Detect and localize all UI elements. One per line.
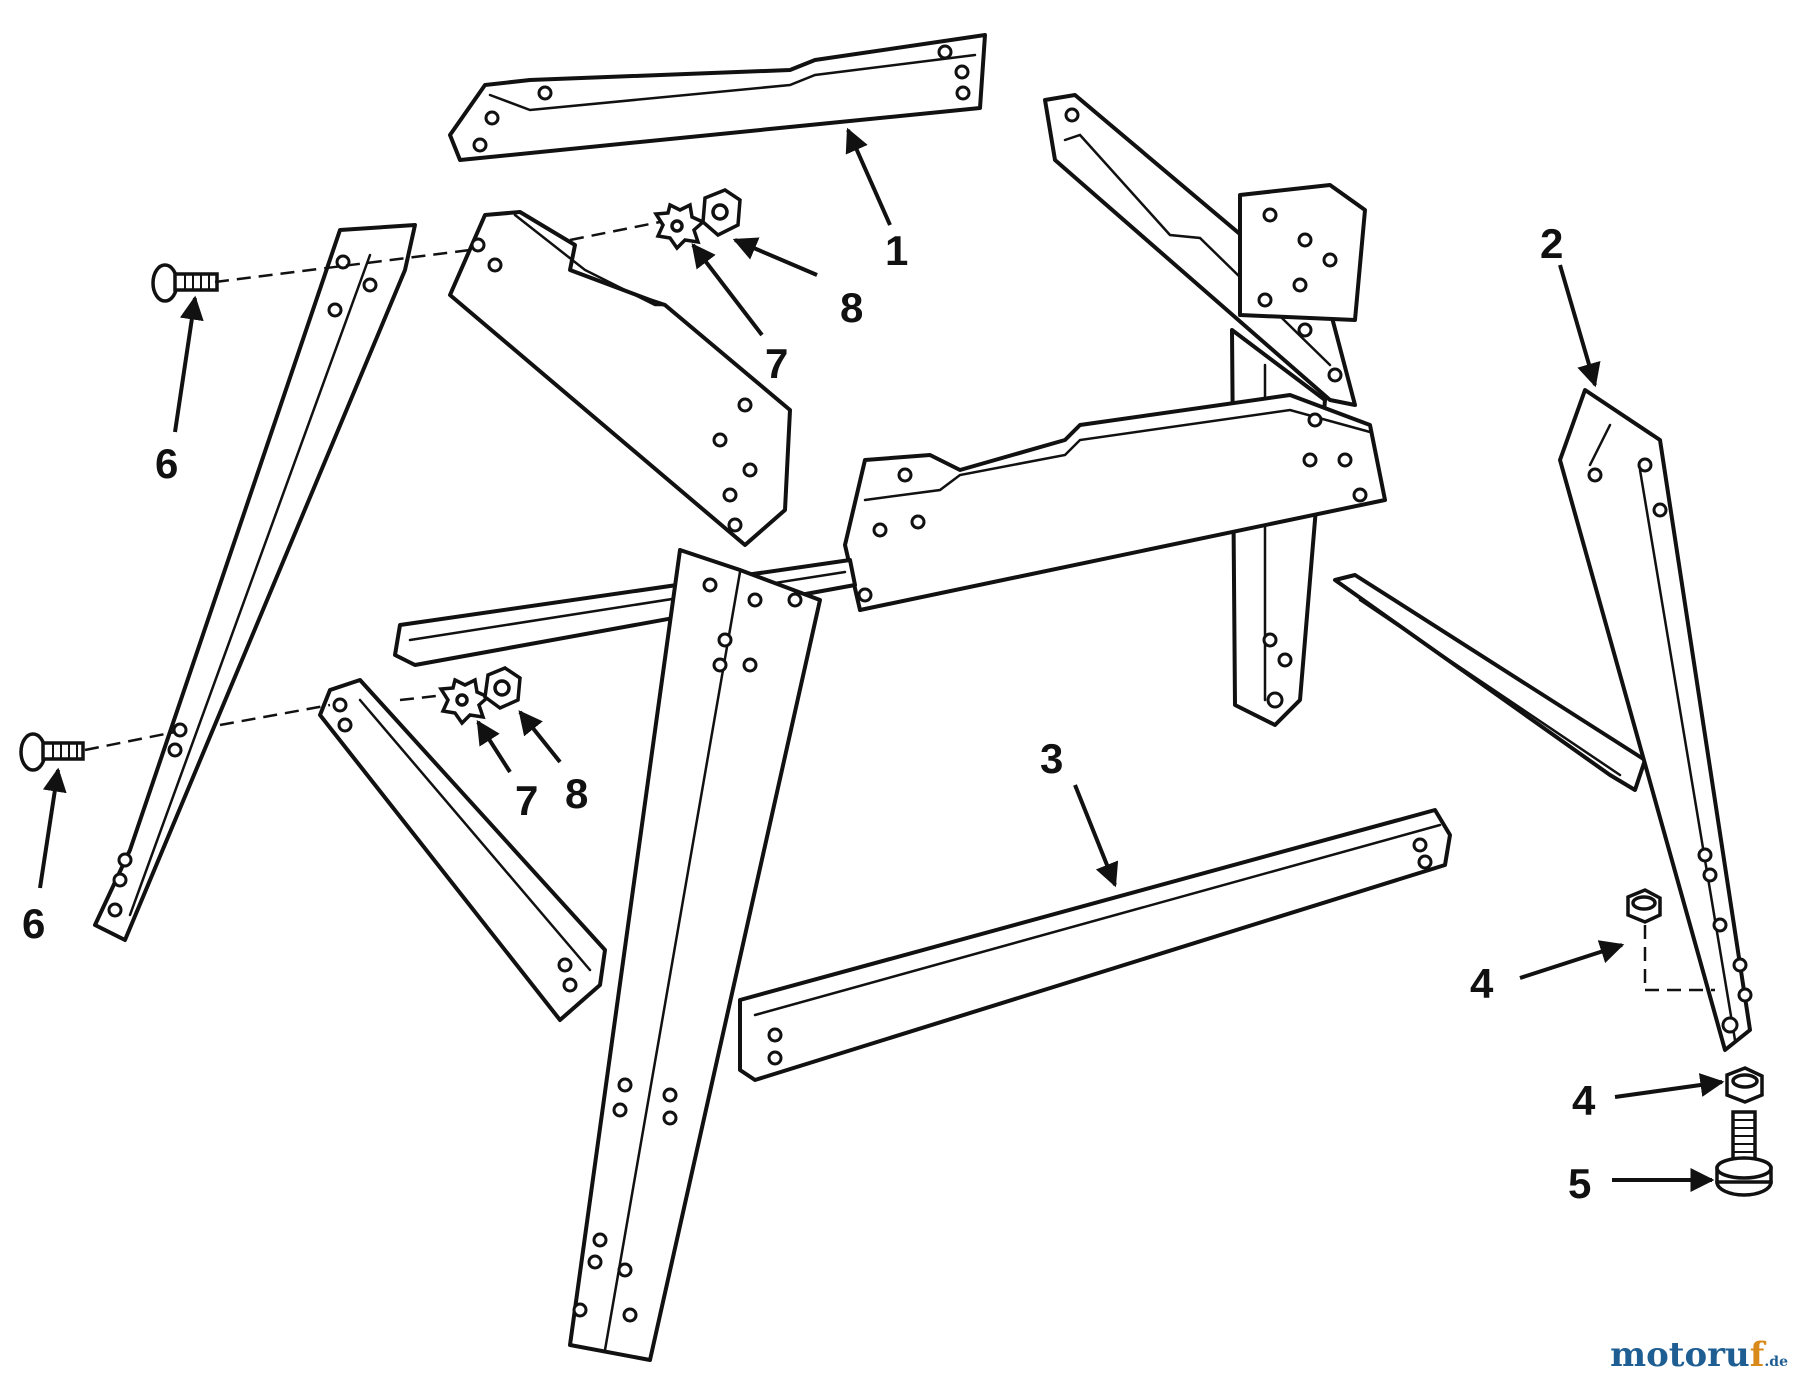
callout-6-lower: 6	[22, 900, 45, 947]
callout-8-upper: 8	[840, 284, 863, 331]
carriage-bolt-upper	[151, 263, 219, 303]
top-rail-front	[843, 393, 1387, 612]
lower-rail-front	[738, 808, 1452, 1082]
leveler-nut-lower	[1725, 1066, 1764, 1104]
watermark-logo: motoruf.de	[1610, 1335, 1788, 1375]
corner-bracket-back-right	[1238, 183, 1367, 322]
hex-nut-lower	[483, 666, 522, 711]
callout-5: 5	[1568, 1160, 1591, 1207]
lock-washer-upper	[652, 202, 707, 251]
lock-washer-lower	[437, 677, 492, 726]
watermark-accent: f	[1749, 1335, 1765, 1375]
callout-4-lower: 4	[1572, 1077, 1596, 1124]
watermark-suffix: .de	[1764, 1354, 1788, 1370]
callout-7-upper: 7	[765, 340, 788, 387]
callout-7-lower: 7	[515, 777, 538, 824]
callout-labels: 1 2 3 4 4 5 6 6 7 7 8 8	[22, 220, 1596, 1207]
top-rail-right-diagonal	[1043, 93, 1357, 407]
callout-2: 2	[1540, 220, 1563, 267]
leg-front-left	[93, 223, 417, 942]
top-rail-back	[448, 33, 987, 162]
side-rail-upper-left	[448, 210, 792, 547]
leader-arrows	[38, 127, 1725, 1192]
callout-8-lower: 8	[565, 770, 588, 817]
callout-1: 1	[885, 227, 908, 274]
hex-nut-upper	[701, 188, 742, 238]
leg-front-right	[1558, 388, 1753, 1052]
callout-4-upper: 4	[1470, 960, 1494, 1007]
leg-front-center	[568, 548, 822, 1362]
carriage-bolt-lower	[19, 732, 85, 772]
lower-rail-right	[1333, 573, 1647, 792]
assembly-lines	[84, 220, 1715, 992]
leveler-nut-upper	[1626, 888, 1662, 924]
callout-6-upper: 6	[155, 440, 178, 487]
leveling-foot-bolt	[1715, 1110, 1773, 1197]
lower-rail-left	[318, 678, 607, 1022]
watermark-prefix: motoru	[1610, 1335, 1750, 1375]
callout-3: 3	[1040, 735, 1063, 782]
